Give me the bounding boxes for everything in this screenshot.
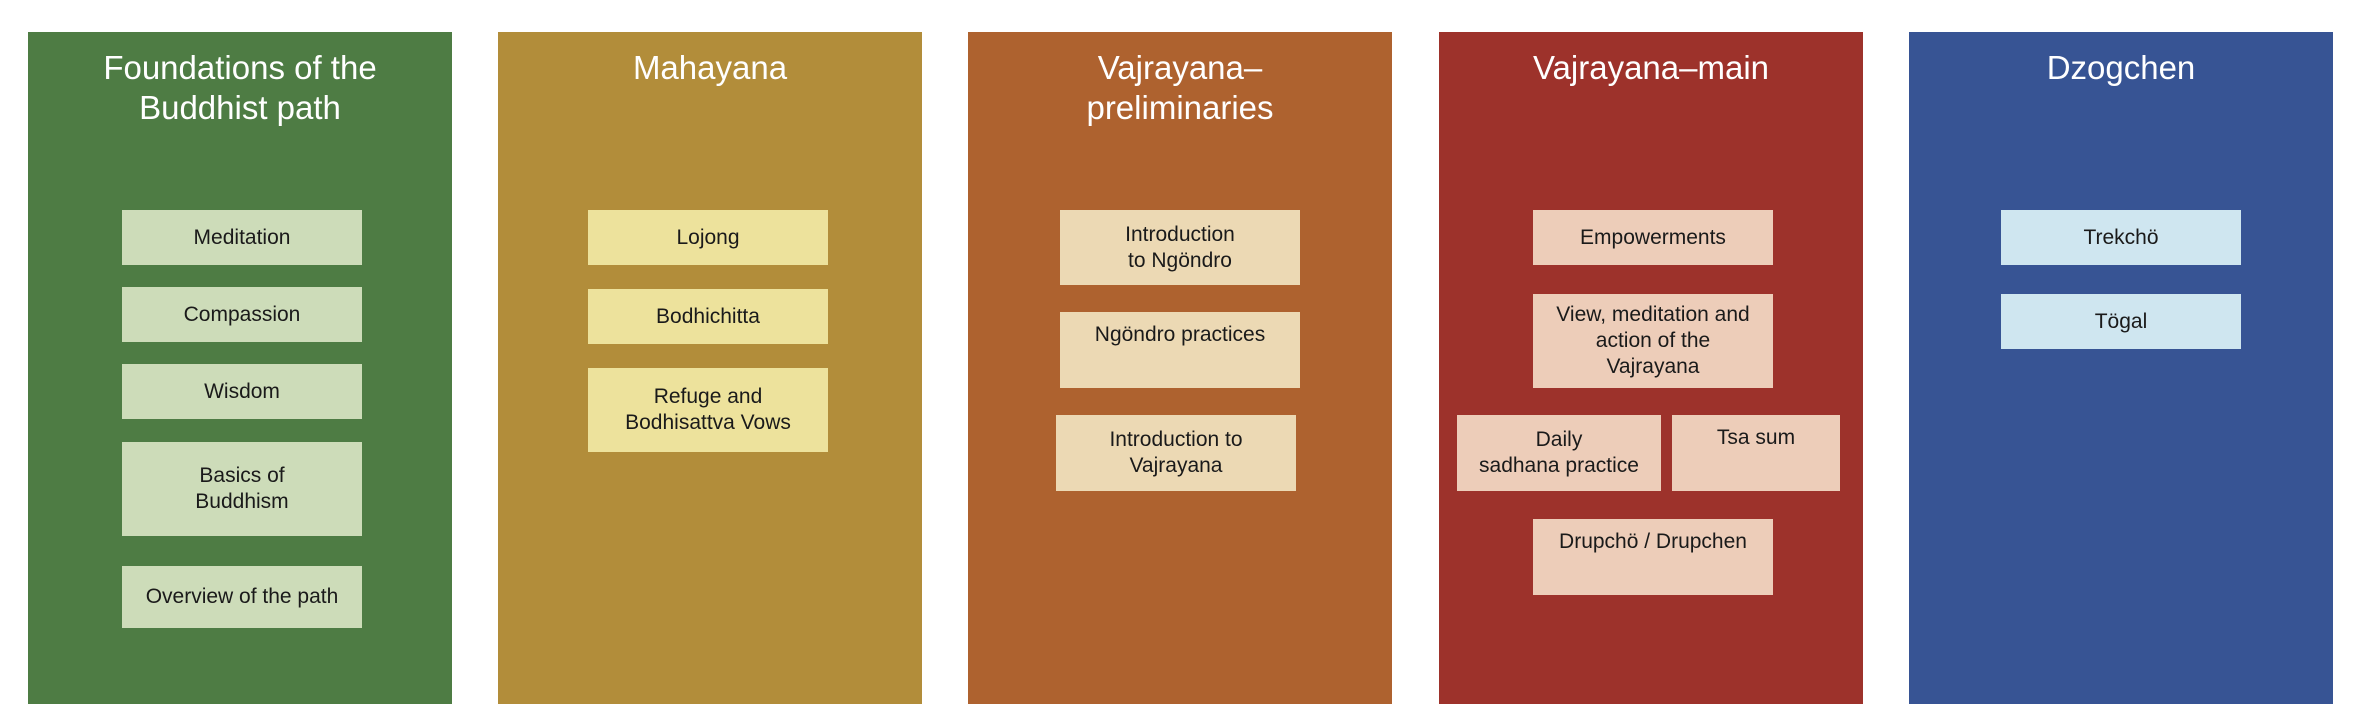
topic-box-introduction-to-vajrayana: Introduction to Vajrayana [1056, 415, 1296, 491]
column-title: Mahayana [632, 49, 788, 86]
topic-box-bodhichitta: Bodhichitta [588, 289, 828, 344]
topic-box-trekcho: Trekchö [2001, 210, 2241, 265]
topic-box-basics-of-buddhism: Basics of Buddhism [122, 442, 362, 536]
topic-box-wisdom: Wisdom [122, 364, 362, 419]
topic-box-view-meditation-action: View, meditation and action of the Vajra… [1533, 294, 1773, 388]
column-title: Foundations of the Buddhist path [103, 49, 377, 126]
topic-box-introduction-to-ngondro: Introduction to Ngöndro [1060, 210, 1300, 285]
topic-box-meditation: Meditation [122, 210, 362, 265]
column-mahayana: Mahayana Lojong Bodhichitta Refuge and B… [498, 32, 922, 704]
column-vajrayana-main: Vajrayana–main Empowerments View, medita… [1439, 32, 1863, 704]
column-title: Dzogchen [2046, 49, 2196, 86]
topic-box-daily-sadhana-practice: Daily sadhana practice [1457, 415, 1661, 491]
topic-box-overview-of-the-path: Overview of the path [122, 566, 362, 628]
topic-box-drupcho-drupchen: Drupchö / Drupchen [1533, 519, 1773, 595]
column-title: Vajrayana–main [1532, 49, 1770, 86]
topic-box-compassion: Compassion [122, 287, 362, 342]
column-title: Vajrayana– preliminaries [1086, 49, 1274, 126]
column-dzogchen: Dzogchen Trekchö Tögal [1909, 32, 2333, 704]
column-vajrayana-preliminaries: Vajrayana– preliminaries Introduction to… [968, 32, 1392, 704]
column-foundations: Foundations of the Buddhist path Meditat… [28, 32, 452, 704]
topic-box-refuge-and-bodhisattva-vows: Refuge and Bodhisattva Vows [588, 368, 828, 452]
topic-box-ngondro-practices: Ngöndro practices [1060, 312, 1300, 388]
topic-box-empowerments: Empowerments [1533, 210, 1773, 265]
topic-box-lojong: Lojong [588, 210, 828, 265]
topic-box-togal: Tögal [2001, 294, 2241, 349]
topic-box-tsa-sum: Tsa sum [1672, 415, 1840, 491]
